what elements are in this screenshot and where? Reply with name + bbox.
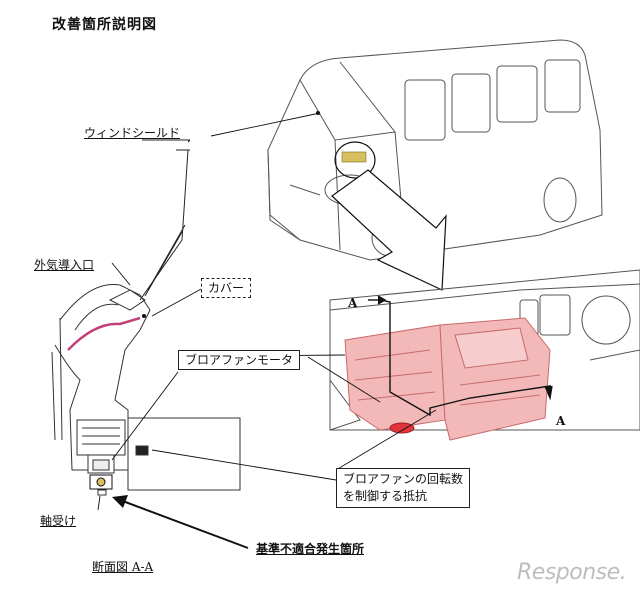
air-intake-label: 外気導入口 <box>34 258 95 272</box>
nonconformity-label: 基準不適合発生箇所 <box>256 542 365 556</box>
diagram-title: 改善箇所説明図 <box>52 17 157 33</box>
hvac-unit <box>344 317 551 441</box>
resistor-label: ブロアファンの回転数 を制御する抵抗 <box>336 468 471 508</box>
section-mark-bottom: A <box>556 414 566 428</box>
van-highlight <box>334 141 376 179</box>
response-logo: Response. <box>517 560 627 585</box>
section-label: 断面図 A-A <box>92 560 154 574</box>
windshield-lines <box>139 139 190 301</box>
cover-curve <box>67 316 141 351</box>
bearing-label: 軸受け <box>40 514 77 528</box>
cover-label: カバー <box>201 278 252 298</box>
windshield-label: ウィンドシールド <box>84 126 181 140</box>
duct-section <box>51 283 151 496</box>
blower-motor-label: ブロアファンモータ <box>178 350 301 370</box>
callout-arrow <box>331 169 447 291</box>
section-mark-top: A <box>348 296 358 310</box>
dashboard-cutaway <box>329 269 640 431</box>
resistor-label-line2: を制御する抵抗 <box>343 489 428 503</box>
section-line <box>368 295 553 417</box>
resistor-label-line1: ブロアファンの回転数 <box>343 472 464 486</box>
resistor-panel <box>127 417 241 491</box>
nonconformity-arrow <box>112 495 249 549</box>
leader-lines <box>97 112 437 511</box>
